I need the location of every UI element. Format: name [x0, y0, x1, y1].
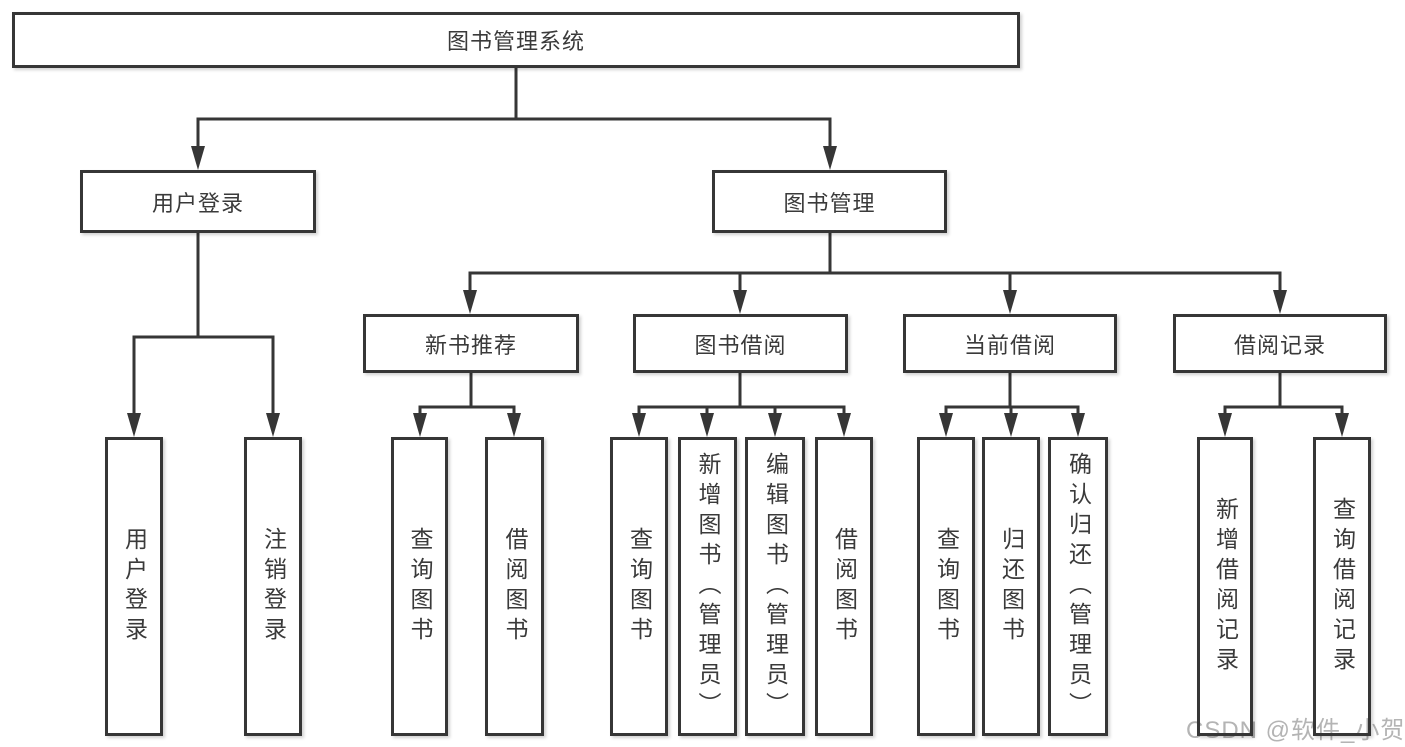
node-user-login: 用户登录	[80, 170, 316, 233]
node-book-borrowing: 图书借阅	[633, 314, 848, 373]
leaf-add-borrow-record: 新增借阅记录	[1197, 437, 1253, 736]
leaf-query-books-recommendation: 查询图书	[391, 437, 448, 736]
leaf-query-books-current: 查询图书	[917, 437, 975, 736]
leaf-confirm-return-admin: 确认归还（管理员）	[1048, 437, 1108, 736]
leaf-query-books-borrowing: 查询图书	[610, 437, 668, 736]
node-library-system: 图书管理系统	[12, 12, 1020, 68]
leaf-return-books: 归还图书	[982, 437, 1040, 736]
node-current-borrowing: 当前借阅	[903, 314, 1117, 373]
leaf-query-borrow-record: 查询借阅记录	[1313, 437, 1371, 736]
leaf-edit-books-admin: 编辑图书（管理员）	[745, 437, 805, 736]
node-new-book-recommendation: 新书推荐	[363, 314, 579, 373]
leaf-logout: 注销登录	[244, 437, 302, 736]
leaf-add-books-admin: 新增图书（管理员）	[678, 437, 737, 736]
node-book-management: 图书管理	[712, 170, 947, 233]
node-borrowing-records: 借阅记录	[1173, 314, 1387, 373]
leaf-user-login: 用户登录	[105, 437, 163, 736]
leaf-borrow-books: 借阅图书	[815, 437, 873, 736]
leaf-borrow-books-recommendation: 借阅图书	[485, 437, 544, 736]
